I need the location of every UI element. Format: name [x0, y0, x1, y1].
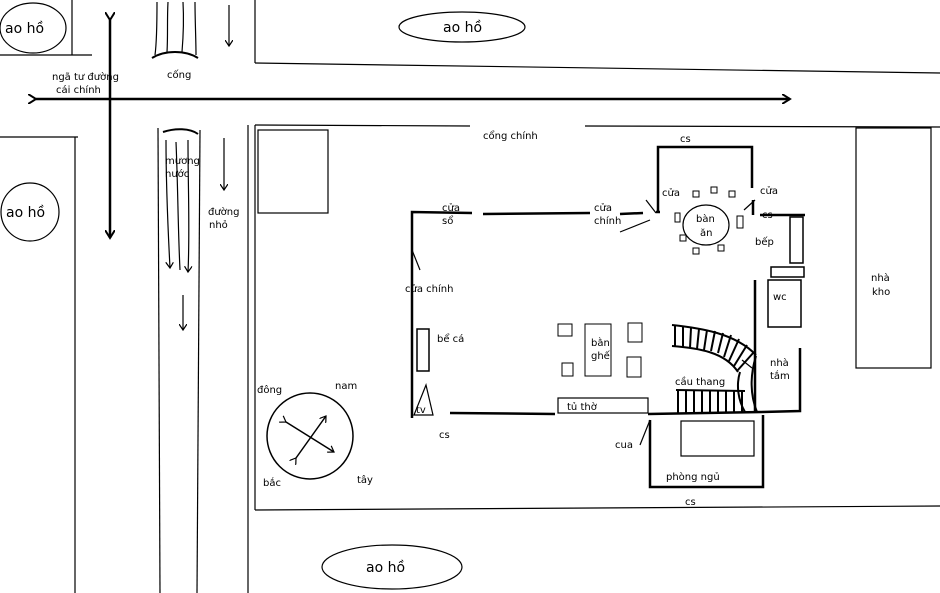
- svg-text:chính: chính: [594, 215, 621, 227]
- aquarium: [416, 328, 430, 372]
- ditch-label: mương: [165, 156, 200, 167]
- pond-top: ao hồ: [398, 11, 526, 43]
- dining-chairs: [674, 186, 744, 255]
- compass-north-label: bắc: [263, 476, 281, 489]
- svg-text:phòng ngủ: phòng ngủ: [666, 471, 720, 483]
- svg-text:ao hồ: ao hồ: [6, 204, 45, 221]
- svg-text:nhà: nhà: [770, 357, 789, 369]
- svg-text:kho: kho: [872, 287, 890, 298]
- culvert-label: cống: [167, 69, 191, 81]
- svg-text:ăn: ăn: [700, 228, 712, 239]
- compass-west-label: tây: [357, 474, 373, 486]
- svg-text:cửa: cửa: [662, 187, 680, 199]
- intersection-label-2: cái chính: [56, 84, 101, 96]
- svg-text:bể cá: bể cá: [437, 332, 464, 345]
- svg-text:ao hồ: ao hồ: [443, 19, 482, 36]
- svg-text:cầu thang: cầu thang: [675, 376, 725, 388]
- main-road-arrows: [36, 20, 790, 238]
- svg-text:bằn: bằn: [591, 336, 610, 349]
- pond-top-left: ao hồ: [0, 2, 67, 54]
- dining-table: bàn ăn: [682, 204, 730, 246]
- svg-text:ao hồ: ao hồ: [5, 20, 44, 37]
- intersection-label: ngã tư đường: [52, 71, 119, 83]
- ditch-label-2: nước: [165, 168, 189, 180]
- svg-text:bếp: bếp: [755, 236, 774, 248]
- svg-text:wc: wc: [773, 292, 787, 303]
- svg-text:cửa: cửa: [442, 202, 460, 214]
- pond-left: ao hồ: [0, 182, 60, 242]
- svg-text:cs: cs: [680, 134, 691, 145]
- bedroom-bed: [680, 420, 755, 457]
- svg-text:cửa: cửa: [760, 185, 778, 197]
- warehouse: nhà kho: [855, 127, 932, 369]
- outbuilding-box: [257, 129, 329, 214]
- compass: đông nam bắc tây: [257, 381, 373, 489]
- small-road-label-2: nhỏ: [209, 219, 228, 231]
- svg-text:tắm: tắm: [770, 369, 790, 382]
- kitchen-counter: [767, 216, 805, 328]
- compass-east-label: đông: [257, 384, 282, 396]
- staircase: [671, 324, 758, 413]
- living-furniture: [557, 322, 643, 378]
- svg-text:sổ: sổ: [442, 214, 453, 227]
- svg-text:tv: tv: [416, 405, 426, 416]
- house-walls: [410, 145, 805, 489]
- svg-text:bàn: bàn: [696, 213, 715, 225]
- svg-text:nhà: nhà: [871, 272, 890, 284]
- svg-text:cửa chính: cửa chính: [405, 283, 453, 295]
- svg-text:cs: cs: [762, 210, 773, 221]
- door-swings: [411, 199, 756, 446]
- altar-cabinet: [557, 397, 649, 414]
- compass-south-label: nam: [335, 381, 357, 392]
- svg-text:ghế: ghế: [591, 350, 611, 362]
- small-road-label: đường: [208, 206, 240, 218]
- tv-stand: [413, 383, 434, 416]
- pond-bottom: ao hồ: [321, 544, 463, 590]
- room-labels: cửa sổ cửa chính cửa cửa cs cs bếp wc cử…: [405, 134, 790, 508]
- svg-text:cua: cua: [615, 440, 633, 451]
- svg-text:cs: cs: [439, 430, 450, 441]
- main-gate-label: cổng chính: [483, 129, 538, 142]
- ditch-drawing: [157, 127, 224, 593]
- svg-text:cửa: cửa: [594, 202, 612, 214]
- culvert-drawing: [151, 1, 229, 59]
- svg-text:cs: cs: [685, 497, 696, 508]
- svg-text:ao hồ: ao hồ: [366, 559, 405, 576]
- svg-text:tủ thờ: tủ thờ: [567, 401, 598, 413]
